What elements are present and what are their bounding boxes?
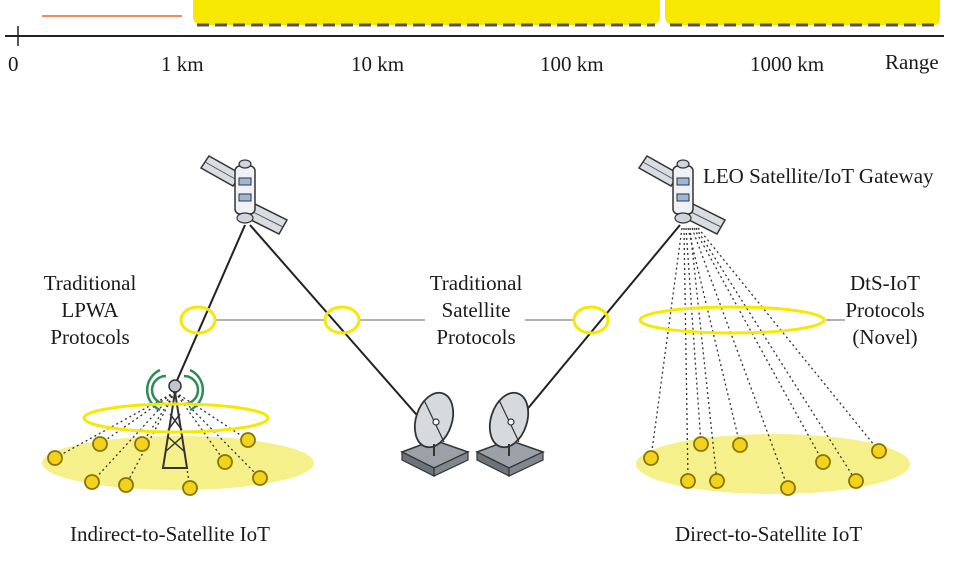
satellite-protocol-ring-left: [323, 305, 361, 335]
iot-node: [47, 450, 63, 466]
lpwa-range-band: [193, 0, 660, 25]
direct-dotted-links: [650, 227, 880, 489]
traditional-satellite-label: Traditional Satellite Protocols: [411, 270, 541, 351]
dts-protocol-ring: [638, 305, 826, 335]
iot-node: [693, 436, 709, 452]
protocol-rings: [179, 305, 826, 335]
label-line: Protocols: [50, 325, 130, 349]
traditional-lpwa-label: Traditional LPWA Protocols: [25, 270, 155, 351]
cell-tower-icon: [145, 368, 205, 469]
direct-nodes: [643, 436, 887, 496]
lpwa-protocol-ring: [179, 305, 217, 335]
iot-node: [182, 480, 198, 496]
range-axis: [5, 0, 944, 46]
iot-node: [680, 473, 696, 489]
iot-node: [84, 474, 100, 490]
lpwa-coverage-ring: [82, 402, 270, 434]
satellite-dish-link-right: [509, 224, 681, 431]
satellite-dish-icon: [401, 386, 469, 477]
leo-satellite-icon: [200, 155, 288, 235]
indirect-iot-caption: Indirect-to-Satellite IoT: [70, 522, 271, 546]
iot-node: [848, 473, 864, 489]
label-line: Satellite: [441, 298, 511, 322]
iot-node: [118, 477, 134, 493]
iot-node: [815, 454, 831, 470]
satellite-dish-link-left: [249, 224, 431, 431]
label-line: Traditional: [429, 271, 523, 295]
leo-gateway-label: LEO Satellite/IoT Gateway: [703, 164, 934, 188]
tick-10km: 10 km: [351, 52, 405, 76]
satellite-protocol-ring-right: [572, 305, 610, 335]
direct-iot-caption: Direct-to-Satellite IoT: [675, 522, 863, 546]
label-line: Protocols: [436, 325, 516, 349]
iot-node: [92, 436, 108, 452]
direct-field: [636, 434, 910, 494]
iot-node: [240, 432, 256, 448]
label-line: (Novel): [852, 325, 918, 349]
iot-node: [643, 450, 659, 466]
links: [174, 224, 845, 431]
label-line: Traditional: [43, 271, 137, 295]
iot-node: [780, 480, 796, 496]
label-line: Protocols: [845, 298, 925, 322]
indirect-nodes: [47, 432, 268, 496]
label-line: LPWA: [61, 298, 119, 322]
tick-100km: 100 km: [540, 52, 604, 76]
tower-satellite-link: [174, 224, 246, 386]
indirect-field: [42, 436, 314, 490]
range-axis-label: Range: [885, 50, 939, 74]
label-line: DtS-IoT: [850, 271, 920, 295]
iot-node: [709, 473, 725, 489]
iot-node: [252, 470, 268, 486]
tick-0: 0: [8, 52, 19, 76]
satellite-range-band: [665, 0, 940, 25]
iot-node: [134, 436, 150, 452]
dts-iot-label: DtS-IoT Protocols (Novel): [830, 270, 940, 351]
iot-node: [732, 437, 748, 453]
iot-node: [217, 454, 233, 470]
tick-1km: 1 km: [161, 52, 204, 76]
tick-1000km: 1000 km: [750, 52, 825, 76]
iot-node: [871, 443, 887, 459]
